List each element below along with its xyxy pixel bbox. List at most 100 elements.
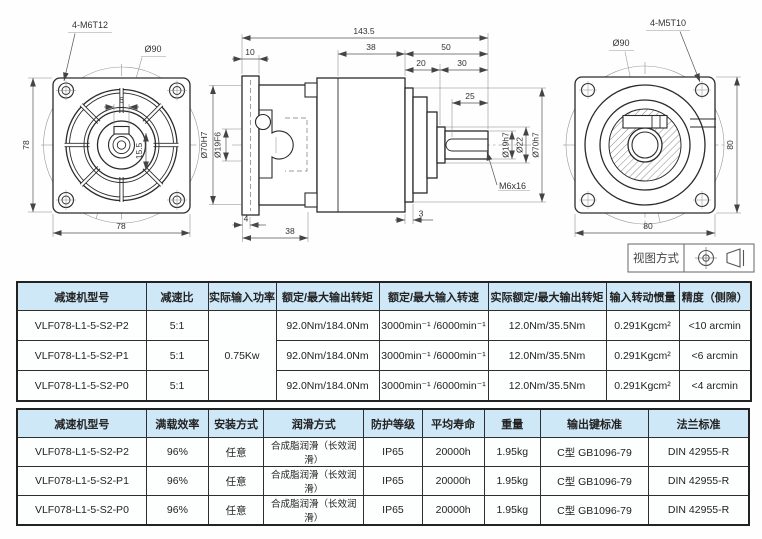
rear-dim-height: 80 bbox=[716, 76, 741, 214]
cell-input-power: 0.75Kw bbox=[207, 310, 277, 402]
dia-pilot-front: Ø70H7 bbox=[199, 131, 209, 158]
col-header-flange-std: 法兰标准 bbox=[648, 408, 750, 438]
mechanical-header-row: 减速机型号 满载效率 安装方式 润滑方式 防护等级 平均寿命 重量 输出键标准 … bbox=[16, 408, 750, 438]
front-bolt-holes bbox=[56, 80, 187, 210]
col-header-inertia: 输入转动惯量 bbox=[605, 281, 680, 311]
cell-precision: <10 arcmin bbox=[678, 310, 752, 341]
col-header-key-std: 输出键标准 bbox=[539, 408, 650, 438]
front-dim-keyway: 6 bbox=[104, 95, 139, 125]
col-header-precision: 精度（侧隙） bbox=[678, 281, 752, 311]
cell-ratio: 5:1 bbox=[145, 310, 209, 341]
cell-model: VLF078-L1-5-S2-P0 bbox=[16, 495, 147, 526]
table-row: VLF078-L1-5-S2-P1 96% 任意 合成脂润滑（长效润滑） IP6… bbox=[16, 466, 750, 496]
front-dim-keydepth-label: 15.5 bbox=[134, 142, 144, 159]
front-dim-width: 78 bbox=[52, 214, 191, 237]
cell-key-std: C型 GB1096-79 bbox=[539, 437, 650, 467]
cell-speed: 3000min⁻¹ /6000min⁻¹ bbox=[378, 310, 489, 341]
cell-weight: 1.95kg bbox=[483, 466, 541, 496]
view-mode-box: 视图方式 bbox=[627, 243, 755, 273]
col-header-model: 减速机型号 bbox=[16, 408, 147, 438]
cell-ip: IP65 bbox=[363, 466, 423, 496]
cell-torque: 92.0Nm/184.0Nm bbox=[275, 370, 380, 402]
rear-dim-width-label: 80 bbox=[643, 221, 653, 231]
cell-out-torque: 12.0Nm/35.5Nm bbox=[487, 340, 607, 371]
rear-dim-height-label: 80 bbox=[725, 140, 735, 150]
section-bottom-dims: 4 38 3 bbox=[232, 204, 433, 242]
tap-label: M6x16 bbox=[499, 181, 526, 191]
cell-lubrication: 合成脂润滑（长效润滑） bbox=[263, 437, 365, 467]
cell-speed: 3000min⁻¹ /6000min⁻¹ bbox=[378, 370, 489, 402]
cell-flange-std: DIN 42955-R bbox=[648, 495, 750, 526]
cell-mount: 任意 bbox=[207, 495, 265, 526]
col-header-mount: 安装方式 bbox=[207, 408, 265, 438]
table-row: VLF078-L1-5-S2-P1 5:1 92.0Nm/184.0Nm 300… bbox=[16, 340, 752, 371]
projection-target-icon bbox=[695, 247, 717, 269]
dim-3: 3 bbox=[419, 209, 424, 219]
rear-dia-label: Ø90 bbox=[612, 38, 629, 48]
cell-speed: 3000min⁻¹ /6000min⁻¹ bbox=[378, 340, 489, 371]
cell-ratio: 5:1 bbox=[145, 340, 209, 371]
dim-input-length: 50 bbox=[441, 42, 451, 52]
output-shaft bbox=[444, 130, 489, 160]
rear-view: 80 80 4-M5T10 Ø90 bbox=[563, 18, 741, 237]
dia-pilot-rear: Ø70h7 bbox=[531, 132, 541, 158]
cell-ip: IP65 bbox=[363, 495, 423, 526]
front-bolt-callout: 4-M6T12 bbox=[63, 20, 112, 82]
cell-life: 20000h bbox=[421, 466, 485, 496]
front-dia-callout: Ø90 bbox=[141, 44, 166, 57]
col-header-ip: 防护等级 bbox=[363, 408, 423, 438]
view-mode-label: 视图方式 bbox=[633, 251, 679, 265]
cell-life: 20000h bbox=[421, 495, 485, 526]
cell-precision: <4 arcmin bbox=[678, 370, 752, 402]
rear-bolt-holes bbox=[579, 81, 711, 209]
front-dia-label: Ø90 bbox=[144, 44, 161, 54]
performance-header-row: 减速机型号 减速比 实际输入功率 额定/最大输出转矩 额定/最大输入转速 实际额… bbox=[16, 281, 752, 311]
section-left-dims: Ø70H7 Ø19F6 bbox=[199, 85, 241, 205]
front-bolt-label: 4-M6T12 bbox=[72, 20, 108, 30]
col-header-input-speed: 额定/最大输入转速 bbox=[378, 281, 489, 311]
rear-keyway bbox=[622, 114, 668, 129]
cell-flange-std: DIN 42955-R bbox=[648, 437, 750, 467]
dim-30: 30 bbox=[457, 58, 467, 68]
col-header-efficiency: 满载效率 bbox=[145, 408, 210, 438]
front-dim-keyway-label: 6 bbox=[119, 95, 124, 105]
table-row: VLF078-L1-5-S2-P2 96% 任意 合成脂润滑（长效润滑） IP6… bbox=[16, 437, 750, 467]
front-dim-height: 78 bbox=[21, 77, 52, 213]
cell-inertia: 0.291Kgcm² bbox=[605, 310, 680, 341]
table-row: VLF078-L1-5-S2-P0 5:1 92.0Nm/184.0Nm 300… bbox=[16, 370, 752, 402]
rear-bolt-label: 4-M5T10 bbox=[650, 18, 686, 28]
cell-life: 20000h bbox=[421, 437, 485, 467]
dia-shaft: Ø19h7 bbox=[501, 132, 511, 158]
cell-key-std: C型 GB1096-79 bbox=[539, 466, 650, 496]
cell-torque: 92.0Nm/184.0Nm bbox=[275, 340, 380, 371]
cell-model: VLF078-L1-5-S2-P2 bbox=[16, 310, 147, 341]
dia-collar: Ø22 bbox=[515, 137, 525, 153]
front-dim-height-label: 78 bbox=[21, 140, 31, 150]
col-header-ratio: 减速比 bbox=[145, 281, 209, 311]
cell-key-std: C型 GB1096-79 bbox=[539, 495, 650, 526]
cell-model: VLF078-L1-5-S2-P2 bbox=[16, 437, 147, 467]
cell-ratio: 5:1 bbox=[145, 370, 209, 402]
cell-weight: 1.95kg bbox=[483, 495, 541, 526]
front-dim-width-label: 78 bbox=[116, 221, 126, 231]
performance-table: 减速机型号 减速比 实际输入功率 额定/最大输出转矩 额定/最大输入转速 实际额… bbox=[16, 281, 752, 402]
section-right-dims: Ø19h7 Ø22 Ø70h7 bbox=[414, 87, 546, 203]
mechanical-table: 减速机型号 满载效率 安装方式 润滑方式 防护等级 平均寿命 重量 输出键标准 … bbox=[16, 408, 750, 526]
cell-precision: <6 arcmin bbox=[678, 340, 752, 371]
cell-lubrication: 合成脂润滑（长效润滑） bbox=[263, 495, 365, 526]
table-row: VLF078-L1-5-S2-P0 96% 任意 合成脂润滑（长效润滑） IP6… bbox=[16, 495, 750, 526]
section-top-dims: 143.5 10 38 50 20 30 25 bbox=[232, 26, 489, 137]
col-header-input-power: 实际输入功率 bbox=[207, 281, 277, 311]
dim-body-length: 38 bbox=[366, 42, 376, 52]
tap-callout: M6x16 bbox=[486, 151, 530, 191]
front-view: 78 78 6 15.5 4-M6T12 Ø90 bbox=[21, 20, 202, 237]
cell-out-torque: 12.0Nm/35.5Nm bbox=[487, 310, 607, 341]
col-header-lubrication: 润滑方式 bbox=[263, 408, 365, 438]
cell-model: VLF078-L1-5-S2-P0 bbox=[16, 370, 147, 402]
cell-inertia: 0.291Kgcm² bbox=[605, 340, 680, 371]
cell-out-torque: 12.0Nm/35.5Nm bbox=[487, 370, 607, 402]
table-row: VLF078-L1-5-S2-P2 5:1 0.75Kw 92.0Nm/184.… bbox=[16, 310, 752, 402]
cell-weight: 1.95kg bbox=[483, 437, 541, 467]
col-header-life: 平均寿命 bbox=[421, 408, 485, 438]
